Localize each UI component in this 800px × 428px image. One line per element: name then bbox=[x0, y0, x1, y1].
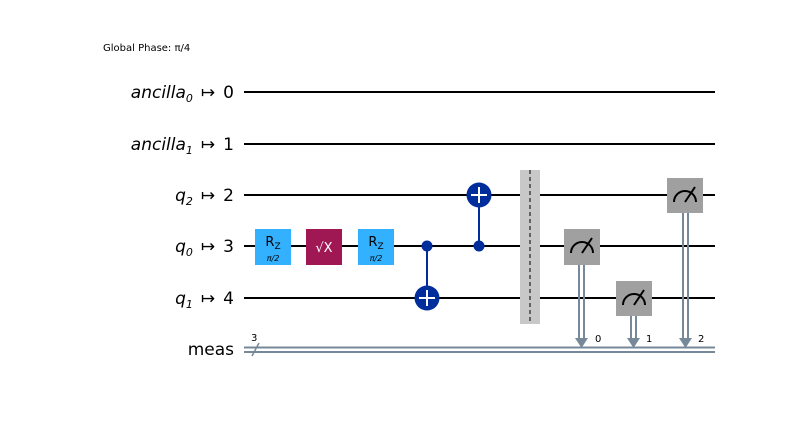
sx-gate: √X bbox=[306, 229, 342, 265]
rz-gate-2-label: RZ bbox=[368, 235, 383, 252]
clbit-label-1: 1 bbox=[646, 334, 652, 345]
wire-label-3: q0↦3 bbox=[175, 237, 234, 259]
global-phase-label: Global Phase: π/4 bbox=[103, 43, 190, 54]
bus-slash bbox=[251, 342, 260, 357]
rz-gate-2: RZ π/2 bbox=[358, 229, 394, 265]
clbit-label-2: 2 bbox=[698, 334, 704, 345]
cx-gate-1 bbox=[414, 240, 440, 311]
rz-gate-2-param: π/2 bbox=[370, 254, 383, 263]
cx-gate-1-control-dot bbox=[421, 240, 433, 252]
meter-icon bbox=[622, 293, 646, 306]
measure-gate-1: 0 bbox=[564, 229, 601, 348]
wire-label-4: q1↦4 bbox=[175, 289, 234, 311]
cx-gate-2 bbox=[466, 182, 492, 252]
classical-wire: 3 bbox=[244, 333, 715, 357]
meter-icon bbox=[673, 190, 697, 203]
wire-label-1: ancilla1↦1 bbox=[131, 135, 234, 157]
sx-gate-label: √X bbox=[315, 241, 332, 256]
rz-gate-1-label: RZ bbox=[265, 235, 280, 252]
barrier bbox=[520, 170, 540, 324]
meter-icon bbox=[570, 241, 594, 254]
measure-gate-2: 1 bbox=[616, 281, 652, 348]
wire-labels: ancilla0↦0 ancilla1↦1 q2↦2 q0↦3 q1↦4 mea… bbox=[131, 83, 234, 360]
cx-gate-2-control-dot bbox=[473, 240, 485, 252]
measure-gate-3: 2 bbox=[667, 178, 704, 348]
wire-label-0: ancilla0↦0 bbox=[131, 83, 234, 105]
rz-gate-1: RZ π/2 bbox=[255, 229, 291, 265]
clbit-label-0: 0 bbox=[595, 334, 601, 345]
classical-width-label: 3 bbox=[251, 333, 257, 344]
rz-gate-1-param: π/2 bbox=[267, 254, 280, 263]
classical-wire-label: meas bbox=[188, 340, 234, 360]
wire-label-2: q2↦2 bbox=[175, 186, 234, 208]
